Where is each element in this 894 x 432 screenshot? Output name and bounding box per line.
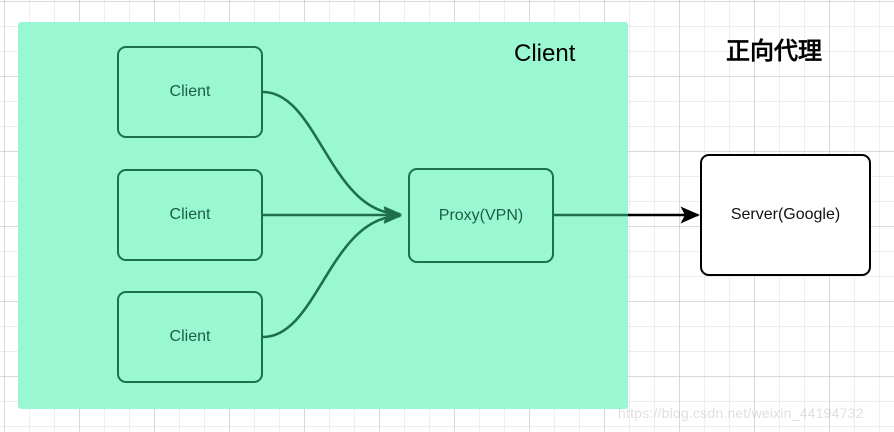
node-label: Client xyxy=(169,206,211,223)
node-client-2[interactable]: Client xyxy=(117,169,263,261)
node-label: Server(Google) xyxy=(730,206,841,223)
node-label: Client xyxy=(169,328,211,345)
node-proxy-vpn[interactable]: Proxy(VPN) xyxy=(408,168,554,263)
node-label: Proxy(VPN) xyxy=(438,206,524,224)
node-server-google[interactable]: Server(Google) xyxy=(700,154,871,276)
node-client-3[interactable]: Client xyxy=(117,291,263,383)
group-title-client: Client xyxy=(514,40,576,67)
watermark: https://blog.csdn.net/weixin_44194732 xyxy=(618,405,864,421)
diagram-title-forward-proxy: 正向代理 xyxy=(726,37,822,65)
node-client-1[interactable]: Client xyxy=(117,46,263,138)
node-label: Client xyxy=(169,83,211,100)
